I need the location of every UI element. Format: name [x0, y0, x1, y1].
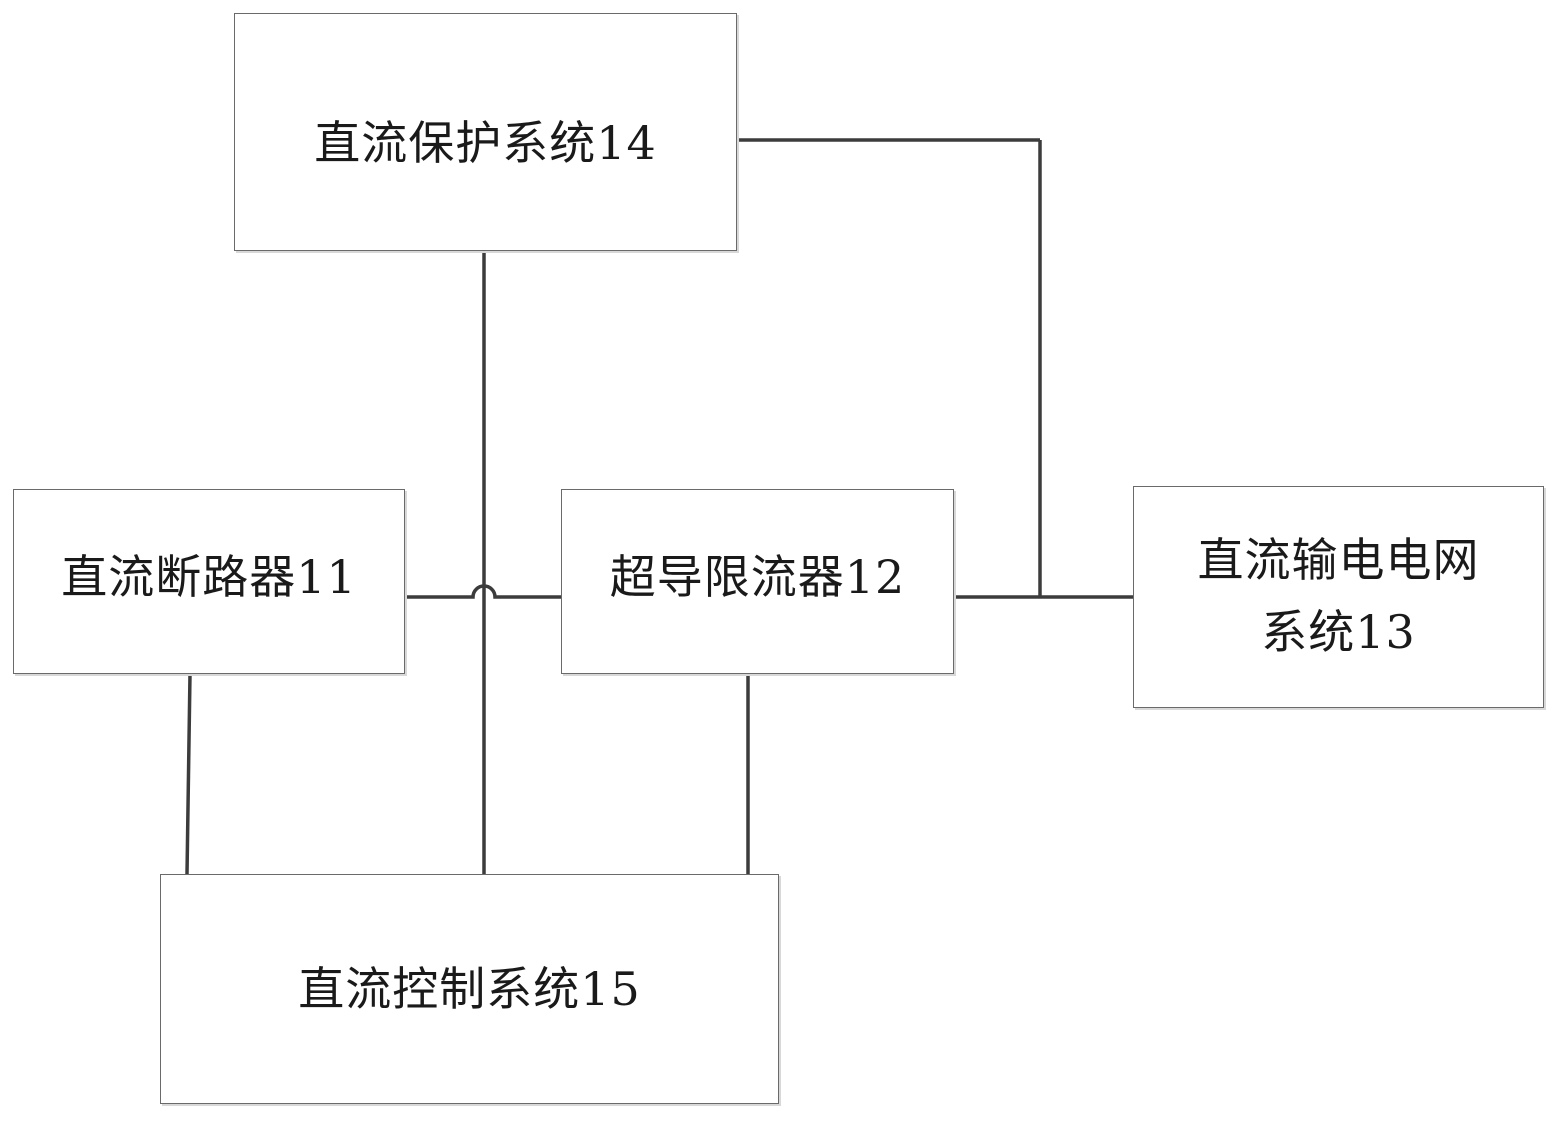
block-dc-circuit-breaker-label: 直流断路器11 [61, 550, 357, 604]
block-dc-grid-system-label-line1: 直流输电电网 [1197, 533, 1480, 587]
block-dc-grid-system-label-line2: 系统13 [1261, 605, 1416, 659]
block-dc-control-system: 直流控制系统15 [160, 874, 779, 1104]
block-dc-grid-system: 直流输电电网 系统13 [1133, 486, 1544, 708]
wire-breaker-to-control [185, 673, 192, 875]
block-dc-protection-system-label: 直流保护系统14 [314, 116, 657, 170]
block-dc-protection-system: 直流保护系统14 [234, 13, 737, 251]
block-dc-circuit-breaker: 直流断路器11 [13, 489, 405, 674]
block-dc-control-system-label: 直流控制系统15 [298, 962, 641, 1016]
block-superconducting-limiter-label: 超导限流器12 [609, 550, 906, 604]
block-superconducting-limiter: 超导限流器12 [561, 489, 954, 674]
